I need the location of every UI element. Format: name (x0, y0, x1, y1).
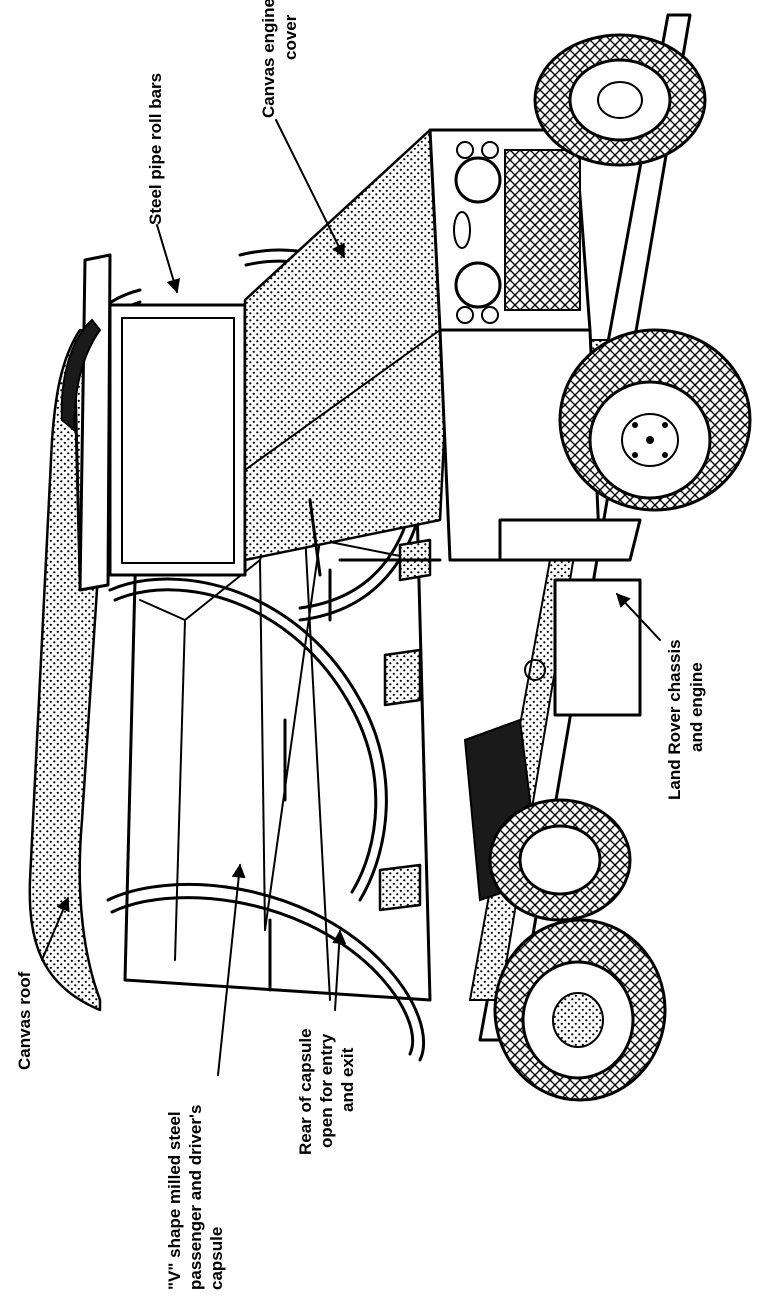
wheel-front-right (533, 33, 707, 167)
label-engine-cover-line1: Canvas engine (259, 0, 278, 118)
arrow-roof (41, 896, 70, 961)
arrow-roll-bars (156, 224, 181, 294)
arrow-chassis (616, 592, 661, 641)
label-chassis-line1: Land Rover chassis (665, 639, 684, 800)
label-engine-cover-line2: cover (281, 14, 300, 60)
label-canvas-roof: Canvas roof (15, 971, 34, 1070)
wheel-rear-right (488, 798, 632, 922)
callout-labels: Steel pipe roll bars Canvas engine cover… (15, 0, 706, 1290)
headlight-right (454, 156, 502, 204)
arrow-capsule (217, 863, 246, 1076)
wheel-rear-left (493, 918, 667, 1102)
headlight-left (454, 261, 502, 309)
vehicle-illustration (28, 13, 752, 1102)
roll-bar-middle (108, 577, 388, 902)
label-roll-bars: Steel pipe roll bars (146, 73, 165, 225)
canvas-roof (28, 328, 137, 1012)
grille (504, 149, 581, 311)
callout-arrows (41, 119, 661, 1076)
windscreen-frame (108, 303, 247, 577)
label-rear-line1: Rear of capsule (296, 1028, 315, 1155)
label-rear-line2: open for entry (317, 1033, 336, 1148)
label-chassis-line2: and engine (687, 662, 706, 752)
label-capsule-line3: capsule (207, 1227, 226, 1290)
arrow-rear (332, 929, 347, 1011)
side-step (553, 578, 642, 717)
roof-dark (60, 318, 102, 433)
label-capsule-line2: passenger and driver's (186, 1105, 205, 1290)
arrow-engine-cover (275, 119, 345, 259)
wheel-front-left (558, 328, 752, 512)
label-rear-line3: and exit (338, 1047, 357, 1112)
roof-panel (78, 253, 112, 592)
label-capsule-line1: "V" shape milled steel (165, 1111, 184, 1290)
